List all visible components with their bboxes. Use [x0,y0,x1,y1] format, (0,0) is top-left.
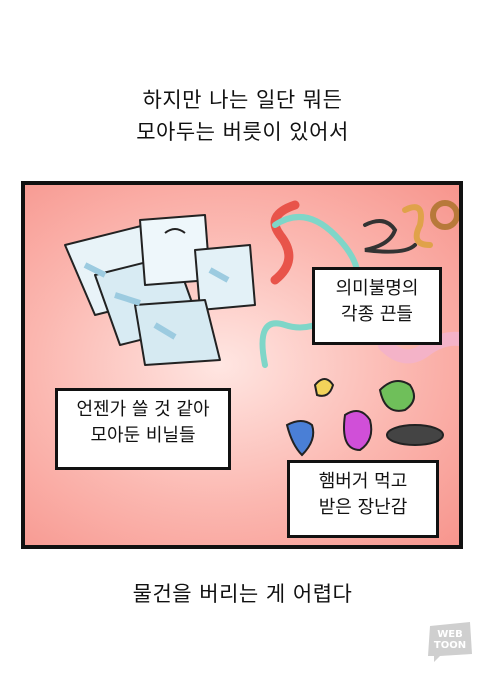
caption-bags-line2: 모아둔 비닐들 [90,425,196,446]
caption-strings: 의미불명의 각종 끈들 [312,267,442,345]
panel-illustration [64,200,459,457]
caption-toys-line2: 받은 장난감 [318,497,408,518]
strings-illustration [259,200,459,368]
caption-bags: 언젠가 쓸 것 같아 모아둔 비닐들 [55,388,231,470]
caption-toys: 햄버거 먹고 받은 장난감 [287,460,439,538]
narration-top-line1: 하지만 나는 일단 뭐든 [142,88,343,112]
narration-top-line2: 모아두는 버릇이 있어서 [136,120,349,144]
plastic-bags-illustration [64,214,256,366]
comic-panel: 의미불명의 각종 끈들 언젠가 쓸 것 같아 모아둔 비닐들 햄버거 먹고 받은… [21,181,463,549]
narration-bottom: 물건을 버리는 게 어렵다 [132,582,353,606]
caption-bags-line1: 언젠가 쓸 것 같아 [76,399,210,420]
caption-strings-line2: 각종 끈들 [341,304,413,325]
webtoon-logo-shape [428,622,472,662]
logo-line2: TOON [433,640,467,651]
caption-strings-line1: 의미불명의 [335,278,419,299]
narration-top: 하지만 나는 일단 뭐든 모아두는 버릇이 있어서 [0,84,485,148]
caption-toys-line1: 햄버거 먹고 [318,471,408,492]
webtoon-logo: WEB TOON [426,620,474,662]
logo-line1: WEB [437,629,463,640]
toys-illustration [285,378,444,457]
